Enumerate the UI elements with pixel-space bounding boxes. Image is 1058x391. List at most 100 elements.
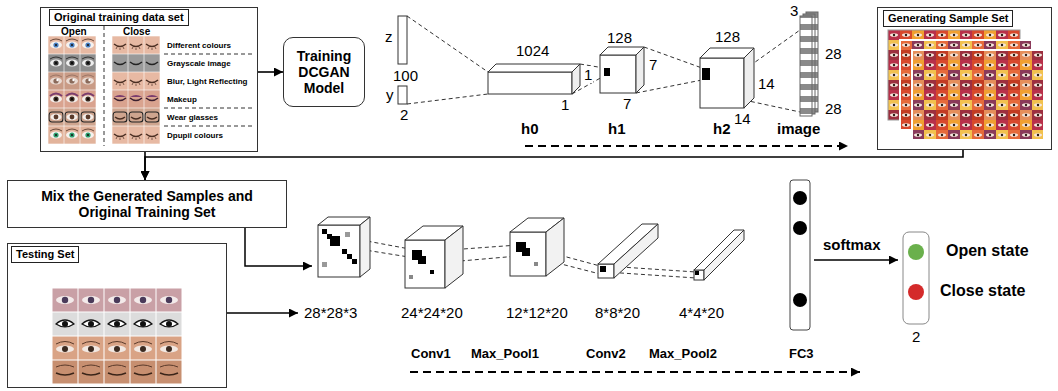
training-eye-photos bbox=[48, 36, 96, 54]
layer-name: h2 bbox=[712, 120, 732, 137]
flow-arrow bbox=[814, 259, 898, 261]
dcgan-generator bbox=[488, 72, 572, 94]
dimension-label: 12*12*20 bbox=[505, 304, 569, 321]
training-eye-photos bbox=[112, 36, 160, 54]
training-eye-photos bbox=[112, 90, 160, 108]
testing-eye-photos bbox=[52, 312, 182, 336]
dcgan-generator bbox=[636, 47, 644, 93]
output-frame bbox=[903, 232, 929, 324]
fully-connected-layer bbox=[793, 221, 807, 235]
dataset-panel: Original training data setOpen CloseDiffe… bbox=[40, 7, 258, 152]
testing-eye-photos bbox=[52, 288, 182, 384]
process-box: Training DCGAN Model bbox=[283, 37, 365, 107]
layer-name: Max_Pool1 bbox=[470, 347, 540, 362]
testing-eye-photos bbox=[52, 336, 182, 360]
pixel-pattern bbox=[347, 254, 352, 259]
feature-blob bbox=[534, 262, 538, 266]
dcgan-generator bbox=[398, 86, 407, 104]
dcgan-generator bbox=[700, 58, 744, 108]
dcgan-generator bbox=[604, 68, 610, 76]
dimension-label: 28 bbox=[824, 100, 843, 117]
process-label: Training DCGAN Model bbox=[290, 48, 358, 96]
column-label: Close bbox=[123, 26, 150, 38]
dcgan-generator bbox=[800, 16, 812, 116]
cnn-layers bbox=[445, 226, 463, 288]
input-label: y bbox=[385, 86, 395, 103]
panel-heading: Generating Sample Set bbox=[883, 10, 1013, 27]
dashed-separator bbox=[104, 26, 105, 146]
feature-blob bbox=[409, 275, 413, 279]
dcgan-generator bbox=[744, 48, 754, 108]
state-label: Close state bbox=[940, 282, 1025, 300]
dashed-projection bbox=[636, 80, 702, 93]
dashed-projection bbox=[407, 94, 488, 104]
dimension-label: 24*24*20 bbox=[400, 304, 464, 321]
dimension-label: 14 bbox=[757, 75, 776, 92]
flow-arrow bbox=[245, 228, 312, 266]
generated-sample-sheets bbox=[912, 50, 1044, 140]
dimension-label: 7 bbox=[622, 95, 632, 112]
flow-connector bbox=[258, 71, 283, 73]
operation-label: softmax bbox=[822, 236, 882, 253]
layer-name: Conv2 bbox=[585, 347, 627, 362]
category-label: Dpupil colours bbox=[167, 132, 255, 141]
category-label: Different colours bbox=[167, 42, 255, 51]
dcgan-generator bbox=[398, 16, 407, 64]
testing-eye-photos bbox=[52, 360, 182, 384]
dimension-label: 8*8*20 bbox=[594, 304, 641, 321]
cnn-layers bbox=[598, 264, 614, 278]
pixel-pattern bbox=[345, 232, 350, 237]
process-label: Mix the Generated Samples and Original T… bbox=[14, 188, 280, 220]
dashed-separator bbox=[164, 54, 254, 55]
pixel-pattern bbox=[330, 236, 340, 246]
state-swatch bbox=[908, 244, 924, 260]
category-label: Makeup bbox=[167, 96, 255, 105]
dcgan-generator bbox=[488, 64, 580, 72]
pixel-pattern bbox=[352, 259, 357, 264]
pixel-pattern bbox=[322, 262, 327, 267]
training-eye-photos bbox=[112, 54, 160, 72]
dimension-label: 2 bbox=[911, 328, 921, 345]
dcgan-generator bbox=[572, 64, 580, 94]
training-eye-photos bbox=[48, 126, 96, 144]
fully-connected-layer bbox=[793, 191, 807, 205]
fully-connected-layer bbox=[793, 293, 807, 307]
dashed-projection bbox=[407, 16, 488, 72]
layer-name: FC3 bbox=[788, 347, 815, 362]
training-eye-photos bbox=[48, 72, 96, 90]
layer-name: h0 bbox=[520, 120, 540, 137]
dimension-label: 1 bbox=[583, 66, 593, 83]
dcgan-generator bbox=[600, 55, 636, 93]
state-swatch bbox=[908, 284, 924, 300]
dashed-projection bbox=[407, 16, 800, 112]
flow-arrow bbox=[227, 146, 898, 372]
flow-connector bbox=[145, 150, 963, 180]
generated-sample-sheets bbox=[888, 30, 1044, 140]
dimension-label: 28*28*3 bbox=[303, 304, 358, 321]
cnn-layers bbox=[318, 225, 360, 277]
dimension-label: 4*4*20 bbox=[678, 304, 725, 321]
panel-heading: Original training data set bbox=[49, 9, 189, 26]
fully-connected-layer bbox=[790, 180, 810, 330]
testing-eye-photos bbox=[52, 288, 182, 312]
layer-name: Conv1 bbox=[410, 347, 452, 362]
training-eye-photos bbox=[48, 90, 96, 108]
dimension-label: 7 bbox=[648, 56, 658, 73]
dimension-label: 128 bbox=[714, 28, 741, 45]
category-label: Wear glasses bbox=[167, 114, 255, 123]
column-label: Open bbox=[61, 26, 87, 38]
feature-blob bbox=[409, 250, 434, 279]
cnn-layers bbox=[704, 230, 744, 280]
dimension-label: 1024 bbox=[515, 42, 550, 59]
training-eye-photos bbox=[112, 126, 160, 144]
dashed-separator bbox=[104, 26, 254, 146]
cnn-layers bbox=[318, 217, 744, 288]
dimension-label: 2 bbox=[399, 106, 409, 123]
cnn-layers bbox=[510, 232, 546, 276]
dimension-label: 1 bbox=[560, 96, 570, 113]
cnn-layers bbox=[600, 266, 606, 272]
process-box: Mix the Generated Samples and Original T… bbox=[7, 180, 287, 228]
cnn-layers bbox=[694, 270, 704, 280]
training-eye-photos bbox=[112, 72, 160, 90]
